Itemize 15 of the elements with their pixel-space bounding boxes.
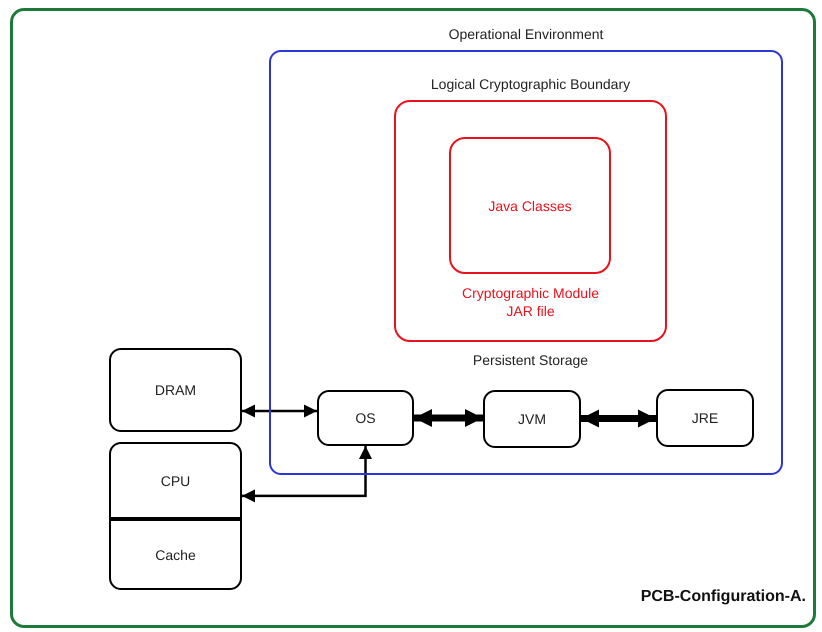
double-arrow <box>242 446 372 502</box>
box-label: Java Classes <box>487 198 573 214</box>
diagram-caption: PCB-Configuration-A. <box>640 588 806 606</box>
box-label: JRE <box>690 410 720 426</box>
double-arrow <box>414 409 483 427</box>
boundary-heading: Logical Cryptographic Boundary <box>430 76 632 92</box>
box-label: JVM <box>517 411 547 427</box>
box-label: Cache <box>154 546 197 562</box>
boundary-note: Cryptographic Module JAR file <box>461 285 600 320</box>
double-arrow <box>242 404 317 418</box>
storage-label: Persistent Storage <box>472 352 590 368</box>
box-label: DRAM <box>154 382 198 398</box>
box-label: OS <box>354 410 377 426</box>
boundary-heading: Operational Environment <box>448 26 604 42</box>
box-label: CPU <box>160 472 192 488</box>
